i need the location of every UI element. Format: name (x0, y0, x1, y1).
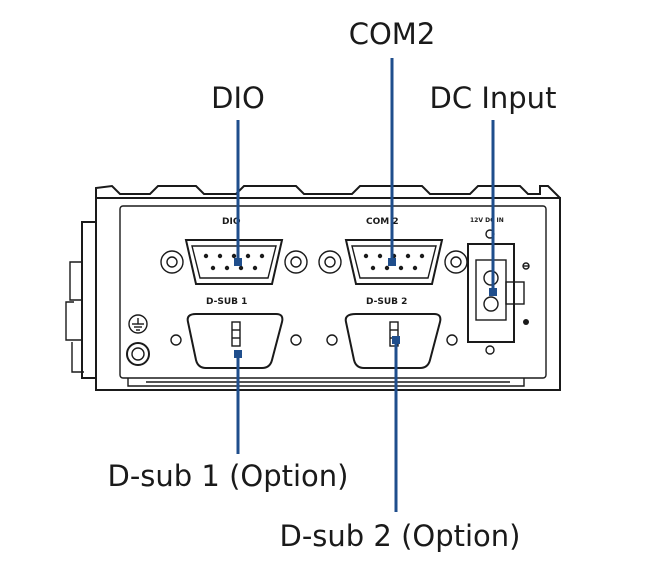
jack-port (126, 342, 150, 366)
callout-dio: DIO (211, 81, 265, 115)
dsub1-panel-label: D-SUB 1 (206, 297, 247, 307)
callout-com2: COM2 (349, 17, 436, 51)
com2-panel-label: COM 2 (366, 217, 399, 227)
side-bracket (65, 221, 96, 379)
leader-lines (234, 58, 497, 512)
dsub1-knockout: D-SUB 1 (170, 297, 302, 369)
dc-panel-label: 12V DC IN (470, 217, 504, 224)
dio-connector: DIO (160, 217, 308, 285)
dsub2-panel-label: D-SUB 2 (366, 297, 407, 307)
callout-dc-input: DC Input (430, 81, 557, 115)
callout-dsub2: D-sub 2 (Option) (280, 519, 521, 553)
dio-panel-label: DIO (222, 217, 241, 227)
chassis (95, 184, 561, 391)
callout-dsub1: D-sub 1 (Option) (108, 459, 349, 493)
ground-terminal (128, 314, 148, 334)
com2-connector: COM 2 (318, 217, 468, 285)
dc-input-terminal: 12V DC IN (467, 217, 530, 355)
dsub2-knockout: D-SUB 2 (326, 297, 458, 369)
